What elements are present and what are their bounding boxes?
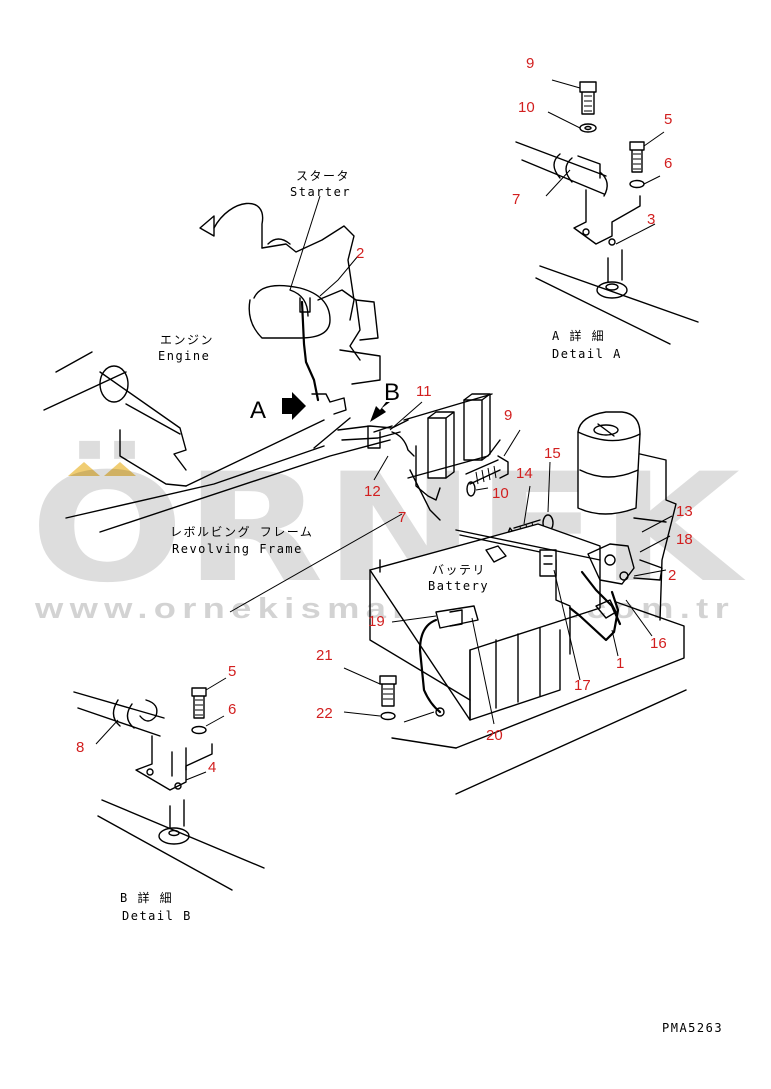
drawing-code: PMA5263 <box>662 1021 723 1035</box>
watermark-accent-mark <box>68 462 100 476</box>
callout-10: 10 <box>492 485 509 502</box>
callout-20: 20 <box>486 727 503 744</box>
frame-label-en: Revolving Frame <box>172 542 303 556</box>
callout-16: 16 <box>650 635 667 652</box>
callout-6: 6 <box>228 701 236 718</box>
callout-18: 18 <box>676 531 693 548</box>
callout-13: 13 <box>676 503 693 520</box>
callout-numbers: 9 10 5 6 7 3 2 11 9 12 10 7 15 14 13 18 … <box>76 55 693 776</box>
callout-11: 11 <box>416 383 432 400</box>
callout-19: 19 <box>368 613 385 630</box>
detail-a-drawing <box>515 79 699 345</box>
callout-7: 7 <box>398 509 406 526</box>
starter-label-jp: スタータ <box>296 169 350 183</box>
callout-8: 8 <box>76 739 84 756</box>
starter-label-en: Starter <box>290 185 351 199</box>
callout-3: 3 <box>647 211 655 228</box>
view-b-letter: B <box>384 379 400 406</box>
view-a-letter: A <box>250 397 266 424</box>
battery-label-jp: バッテリ <box>432 563 486 577</box>
callout-9: 9 <box>504 407 512 424</box>
callout-9: 9 <box>526 55 534 72</box>
callout-10: 10 <box>518 99 535 116</box>
callout-1: 1 <box>616 655 624 672</box>
callout-22: 22 <box>316 705 333 722</box>
text-labels: スタータ Starter エンジン Engine レボルビング フレーム Rev… <box>120 169 723 1035</box>
callout-7: 7 <box>512 191 520 208</box>
callout-17: 17 <box>574 677 591 694</box>
battery-label-en: Battery <box>428 579 489 593</box>
frame-label-jp: レボルビング フレーム <box>170 525 313 539</box>
callout-2: 2 <box>356 245 364 262</box>
detail-b-label-jp: B 詳 細 <box>120 890 173 905</box>
detail-b-label-en: Detail B <box>122 909 192 923</box>
engine-label-en: Engine <box>158 349 210 363</box>
callout-6: 6 <box>664 155 672 172</box>
engine-label-jp: エンジン <box>160 333 214 347</box>
callout-5: 5 <box>664 111 672 128</box>
callout-2: 2 <box>668 567 676 584</box>
detail-b-drawing <box>73 677 265 891</box>
callout-4: 4 <box>208 759 216 776</box>
callout-15: 15 <box>544 445 561 462</box>
watermark-accent-mark <box>104 462 136 476</box>
detail-a-label-en: Detail A <box>552 347 622 361</box>
callout-14: 14 <box>516 465 533 482</box>
main-assembly-drawing <box>43 195 687 795</box>
detail-a-label-jp: A 詳 細 <box>552 328 605 343</box>
callout-21: 21 <box>316 647 333 664</box>
callout-5: 5 <box>228 663 236 680</box>
callout-12: 12 <box>364 483 381 500</box>
